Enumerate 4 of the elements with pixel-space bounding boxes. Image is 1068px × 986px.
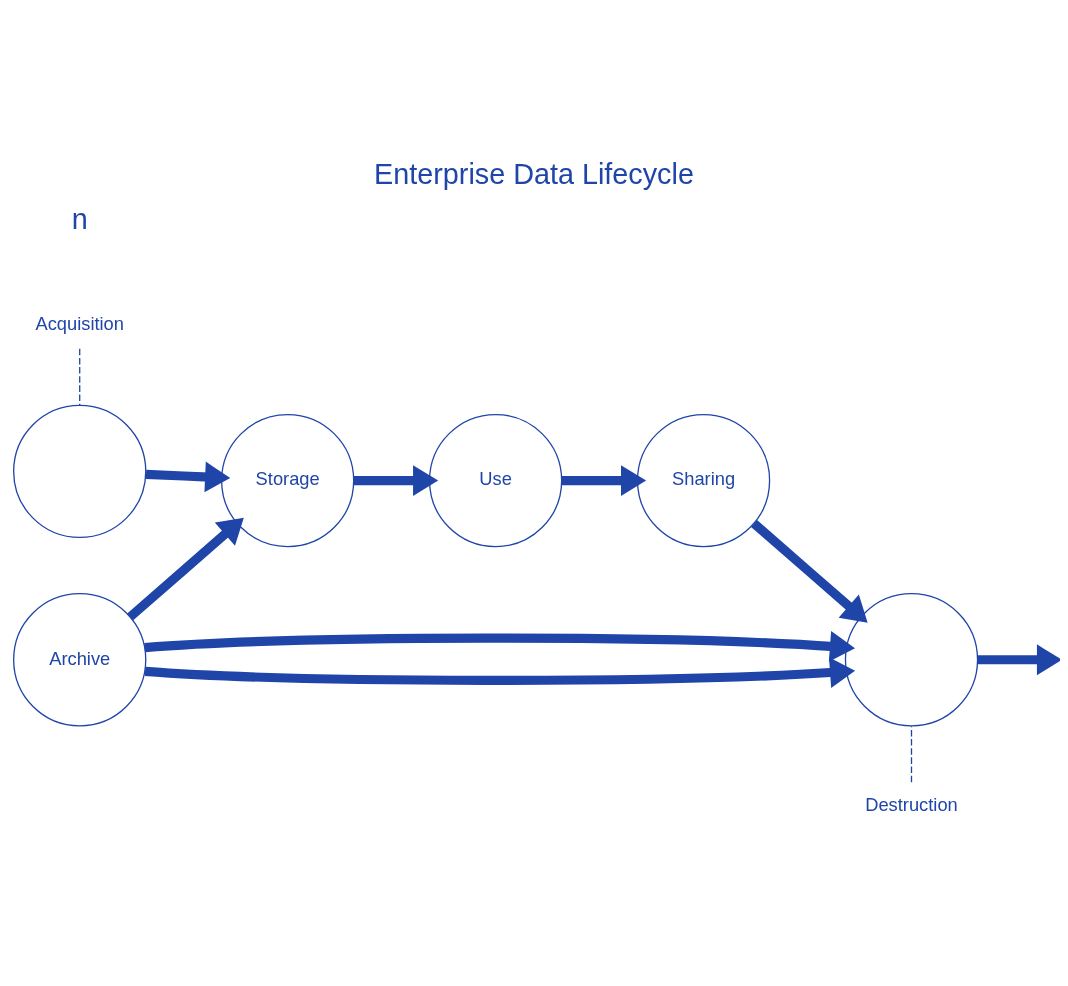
- diagram-title: Enterprise Data Lifecycle: [374, 158, 694, 191]
- label: n: [71, 202, 88, 235]
- node-text: Acquisition: [35, 312, 124, 334]
- node-text: Destruction: [865, 794, 958, 816]
